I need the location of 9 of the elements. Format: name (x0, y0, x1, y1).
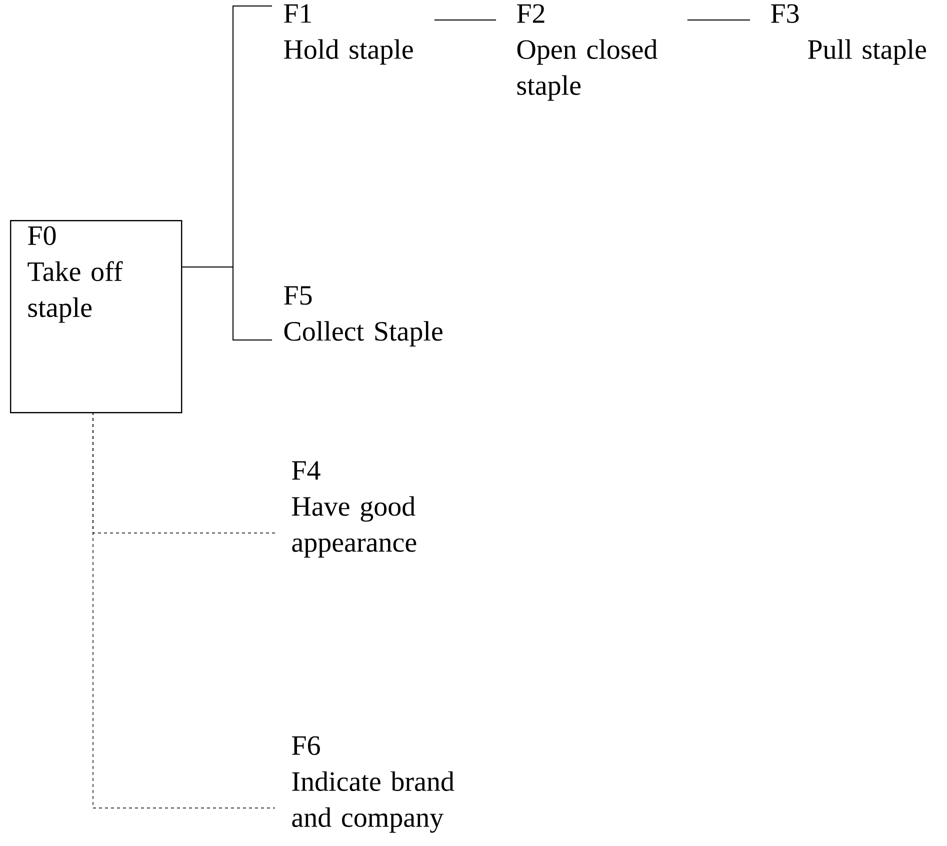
function-label: F5 Collect Staple (284, 286, 442, 346)
connector-line (182, 266, 272, 340)
function-label: F1 Hold staple (284, 4, 413, 65)
function-label: F3 Pull staple (771, 4, 926, 65)
function-label: F4 Have good appearance (292, 461, 416, 558)
function-label: F2 Open closed staple (517, 4, 658, 101)
connector-line (92, 412, 276, 808)
process-box: F0 Take off staple (10, 220, 182, 414)
function-label: F6 Indicate brand and company (292, 736, 454, 833)
